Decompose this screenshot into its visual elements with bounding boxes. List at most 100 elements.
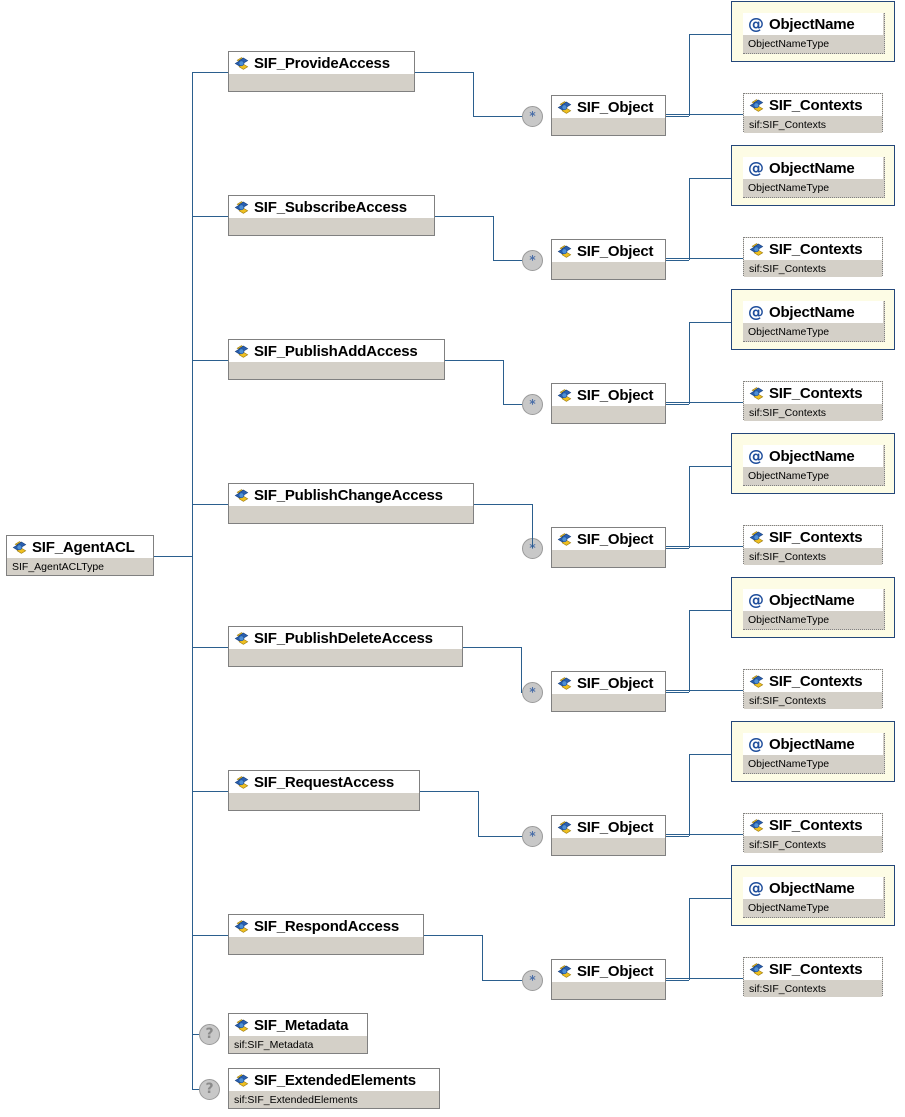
occurrence-unbounded-icon[interactable]: * (522, 538, 543, 559)
connector-line (192, 935, 228, 936)
node-type: ObjectNameType (743, 611, 883, 628)
attribute-at-icon: @ (748, 302, 764, 321)
node-type: ObjectNameType (743, 323, 883, 340)
node-type: sif:SIF_Contexts (744, 116, 882, 133)
connector-line (689, 466, 731, 467)
connector-line (192, 1034, 199, 1035)
element-icon (234, 1018, 249, 1033)
node-label: SIF_Object (577, 242, 654, 260)
node-label: ObjectName (769, 735, 855, 753)
node-title: SIF_Object (552, 384, 665, 406)
access-node-sif-provideaccess: SIF_ProvideAccess (228, 51, 415, 92)
connector-line (666, 114, 743, 115)
node-title: SIF_PublishAddAccess (229, 340, 444, 362)
node-label: SIF_AgentACL (32, 538, 135, 556)
occurrence-unbounded-icon[interactable]: * (522, 826, 543, 847)
object-node-sif-object: SIF_Object (551, 95, 666, 136)
connector-line (192, 647, 228, 648)
connector-line (666, 546, 743, 547)
connector-line (689, 898, 731, 899)
connector-line (503, 360, 504, 404)
element-icon (557, 244, 572, 259)
node-label: SIF_Contexts (769, 672, 863, 690)
connector-line (689, 178, 690, 260)
element-icon (749, 818, 764, 833)
node-title: SIF_RespondAccess (229, 915, 423, 937)
connector-line (666, 692, 689, 693)
connector-line (154, 556, 193, 557)
occurrence-unbounded-icon[interactable]: * (522, 250, 543, 271)
node-title: SIF_PublishDeleteAccess (229, 627, 462, 649)
occurrence-unbounded-icon[interactable]: * (522, 394, 543, 415)
node-title: SIF_Object (552, 672, 665, 694)
connector-line (463, 647, 521, 648)
node-label: SIF_Object (577, 530, 654, 548)
node-title: SIF_AgentACL (7, 536, 153, 558)
element-icon (749, 386, 764, 401)
connector-line (666, 548, 689, 549)
connector-line (478, 836, 522, 837)
connector-line (532, 504, 533, 548)
node-type (552, 550, 665, 567)
connector-line (521, 647, 522, 692)
connector-line (503, 404, 522, 405)
element-icon (557, 820, 572, 835)
element-icon (749, 674, 764, 689)
node-type (229, 937, 423, 954)
node-label: ObjectName (769, 591, 855, 609)
connector-line (689, 322, 731, 323)
occurrence-unbounded-icon[interactable]: * (522, 682, 543, 703)
connector-line (666, 260, 689, 261)
connector-line (666, 836, 689, 837)
object-node-sif-object: SIF_Object (551, 239, 666, 280)
node-label: SIF_Contexts (769, 240, 863, 258)
connector-line (666, 834, 743, 835)
node-type: ObjectNameType (743, 899, 883, 916)
node-title: SIF_Object (552, 816, 665, 838)
node-label: SIF_PublishChangeAccess (254, 486, 443, 504)
object-node-sif-object: SIF_Object (551, 671, 666, 712)
node-title: SIF_Contexts (744, 94, 882, 116)
connector-line (415, 72, 473, 73)
node-title: @ObjectName (743, 445, 883, 467)
node-type: ObjectNameType (743, 755, 883, 772)
connector-line (424, 935, 482, 936)
connector-line (666, 978, 743, 979)
element-icon (234, 1073, 249, 1088)
node-label: SIF_ExtendedElements (254, 1071, 416, 1089)
node-label: SIF_RespondAccess (254, 917, 399, 935)
node-type (229, 793, 419, 810)
occurrence-unbounded-icon[interactable]: * (522, 970, 543, 991)
occurrence-optional-icon[interactable]: ? (199, 1079, 220, 1100)
access-node-sif-subscribeaccess: SIF_SubscribeAccess (228, 195, 435, 236)
occurrence-optional-icon[interactable]: ? (199, 1024, 220, 1045)
connector-line (521, 692, 522, 693)
node-title: @ObjectName (743, 589, 883, 611)
object-node-sif-object: SIF_Object (551, 815, 666, 856)
node-type: ObjectNameType (743, 179, 883, 196)
element-icon (749, 242, 764, 257)
node-label: SIF_SubscribeAccess (254, 198, 407, 216)
occurrence-unbounded-icon[interactable]: * (522, 106, 543, 127)
node-title: @ObjectName (743, 13, 883, 35)
access-node-sif-publishchangeaccess: SIF_PublishChangeAccess (228, 483, 474, 524)
connector-line (689, 34, 731, 35)
connector-line (689, 466, 690, 548)
connector-line (689, 898, 690, 980)
node-label: ObjectName (769, 303, 855, 321)
connector-line (689, 754, 731, 755)
access-node-sif-publishaddaccess: SIF_PublishAddAccess (228, 339, 445, 380)
node-title: @ObjectName (743, 733, 883, 755)
node-title: SIF_RequestAccess (229, 771, 419, 793)
node-title: SIF_Object (552, 960, 665, 982)
